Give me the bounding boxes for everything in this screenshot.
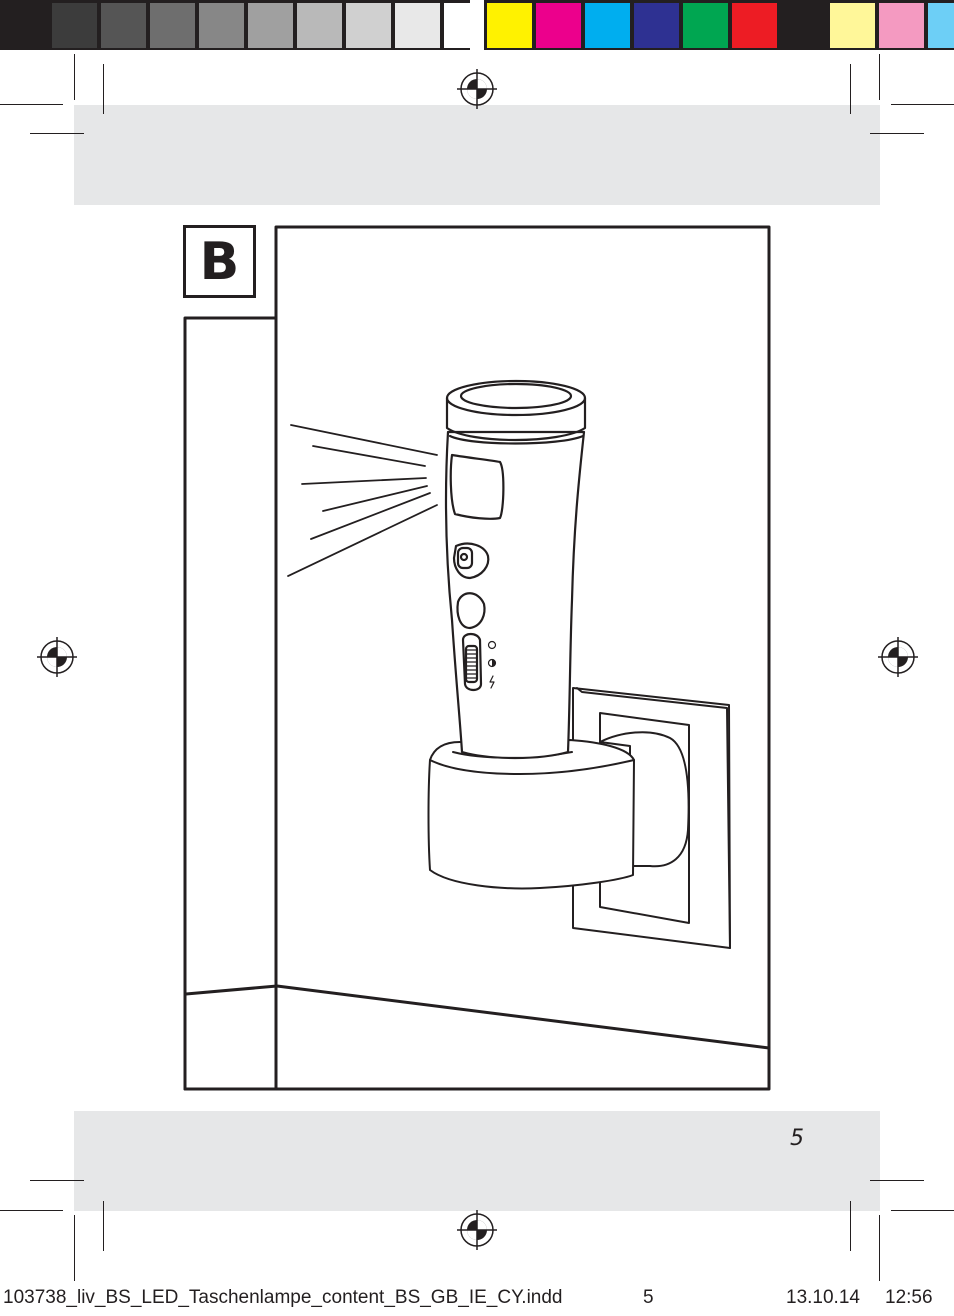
color-swatch bbox=[732, 3, 777, 48]
crop-mark bbox=[103, 64, 104, 114]
color-swatch bbox=[395, 3, 440, 48]
color-swatch bbox=[536, 3, 581, 48]
page-number: 5 bbox=[790, 1126, 804, 1151]
color-swatch bbox=[830, 3, 875, 48]
crop-mark bbox=[879, 1215, 880, 1281]
color-swatch bbox=[634, 3, 679, 48]
crop-mark bbox=[891, 104, 954, 105]
color-swatch bbox=[297, 3, 342, 48]
color-calibration-bar bbox=[484, 0, 954, 50]
slug-filename: 103738_liv_BS_LED_Taschenlampe_content_B… bbox=[3, 1287, 563, 1308]
crop-mark bbox=[74, 1215, 75, 1281]
crop-mark bbox=[30, 1180, 84, 1181]
crop-mark bbox=[850, 64, 851, 114]
color-swatch bbox=[101, 3, 146, 48]
color-swatch bbox=[199, 3, 244, 48]
circle-icon bbox=[487, 640, 497, 650]
color-swatch bbox=[52, 3, 97, 48]
color-swatch bbox=[487, 3, 532, 48]
room-frame bbox=[183, 225, 771, 1091]
color-swatch bbox=[781, 3, 826, 48]
section-letter: B bbox=[183, 225, 256, 298]
crop-mark bbox=[891, 1210, 954, 1211]
crop-mark bbox=[30, 133, 84, 134]
color-swatch bbox=[3, 3, 48, 48]
crop-mark bbox=[74, 54, 75, 100]
registration-mark-icon bbox=[457, 1210, 497, 1250]
flashlight bbox=[444, 379, 587, 760]
crop-mark bbox=[103, 1201, 104, 1251]
light-rays bbox=[287, 424, 438, 577]
crop-mark bbox=[870, 133, 924, 134]
crop-mark bbox=[0, 104, 63, 105]
registration-mark-icon bbox=[37, 637, 77, 677]
color-swatch bbox=[585, 3, 630, 48]
crop-mark bbox=[0, 1210, 63, 1211]
color-swatch bbox=[346, 3, 391, 48]
bottom-gray-band bbox=[74, 1111, 880, 1211]
charger-plug bbox=[599, 731, 690, 868]
color-swatch bbox=[683, 3, 728, 48]
slug-date: 13.10.14 bbox=[786, 1287, 860, 1308]
registration-mark-icon bbox=[878, 637, 918, 677]
color-swatch bbox=[150, 3, 195, 48]
slug-page: 5 bbox=[643, 1287, 654, 1308]
lightning-icon bbox=[489, 675, 495, 689]
registration-mark-icon bbox=[457, 69, 497, 109]
slug-time: 12:56 bbox=[885, 1287, 933, 1308]
gray-calibration-bar bbox=[0, 0, 489, 50]
charging-base bbox=[427, 739, 635, 890]
top-gray-band bbox=[74, 105, 880, 205]
crop-mark bbox=[870, 1180, 924, 1181]
crop-mark bbox=[879, 54, 880, 100]
crop-mark bbox=[850, 1201, 851, 1251]
color-swatch bbox=[444, 3, 489, 48]
color-swatch bbox=[928, 3, 954, 48]
color-swatch bbox=[879, 3, 924, 48]
color-swatch bbox=[248, 3, 293, 48]
